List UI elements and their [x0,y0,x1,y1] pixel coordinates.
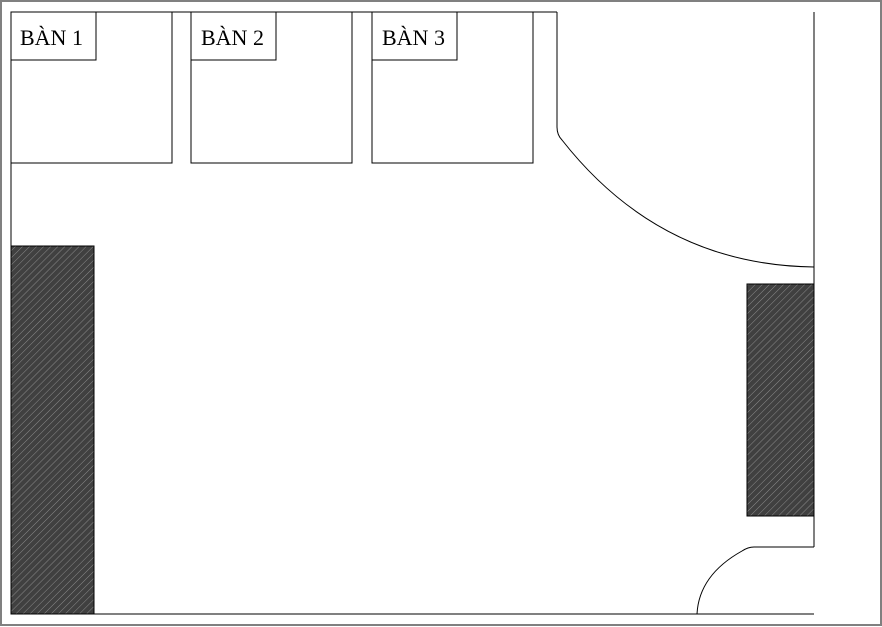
table-3[interactable]: BÀN 3 [371,11,534,164]
door-swing-bottom [696,546,814,615]
table-3-label-box [371,11,458,61]
hatched-block-right [746,283,815,517]
table-3-label: BÀN 3 [382,25,445,50]
table-1-label-box [10,11,97,61]
hatched-block-left [10,245,95,615]
door-swing-top [556,12,815,268]
table-1-label: BÀN 1 [20,25,83,50]
table-1[interactable]: BÀN 1 [10,11,173,164]
table-2-label-box [190,11,277,61]
table-2-label: BÀN 2 [201,25,264,50]
table-2[interactable]: BÀN 2 [190,11,353,164]
